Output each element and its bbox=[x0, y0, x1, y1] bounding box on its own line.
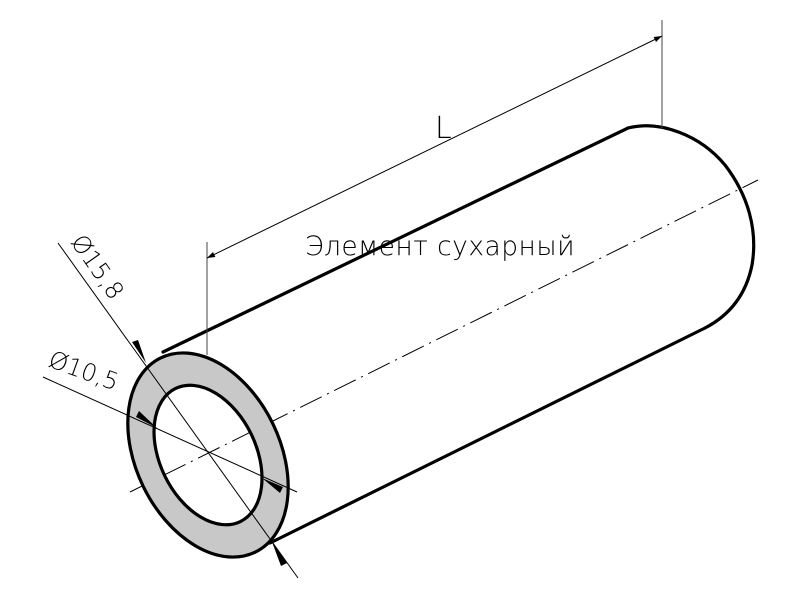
inner-diameter-leader bbox=[42, 376, 298, 493]
inner-diameter-label: Ø10,5 bbox=[45, 345, 123, 396]
front-face-section bbox=[126, 351, 290, 559]
inner-circle bbox=[152, 383, 264, 527]
outer-diameter-arrow-top bbox=[132, 340, 146, 363]
part-title: Элемент сухарный bbox=[305, 231, 575, 262]
length-label: L bbox=[435, 111, 452, 146]
inner-diameter-arrow-left bbox=[136, 411, 157, 428]
inner-diameter-arrow-right bbox=[262, 478, 283, 493]
cylinder-bottom-edge bbox=[268, 326, 707, 545]
outer-circle bbox=[126, 351, 290, 559]
axis-centerline bbox=[129, 179, 759, 493]
section-ring bbox=[127, 352, 289, 558]
outer-diameter-leader bbox=[57, 242, 299, 579]
outer-diameter-arrow-bottom bbox=[272, 542, 287, 566]
l-dimension-line bbox=[206, 35, 663, 259]
back-end-arc bbox=[626, 124, 756, 330]
